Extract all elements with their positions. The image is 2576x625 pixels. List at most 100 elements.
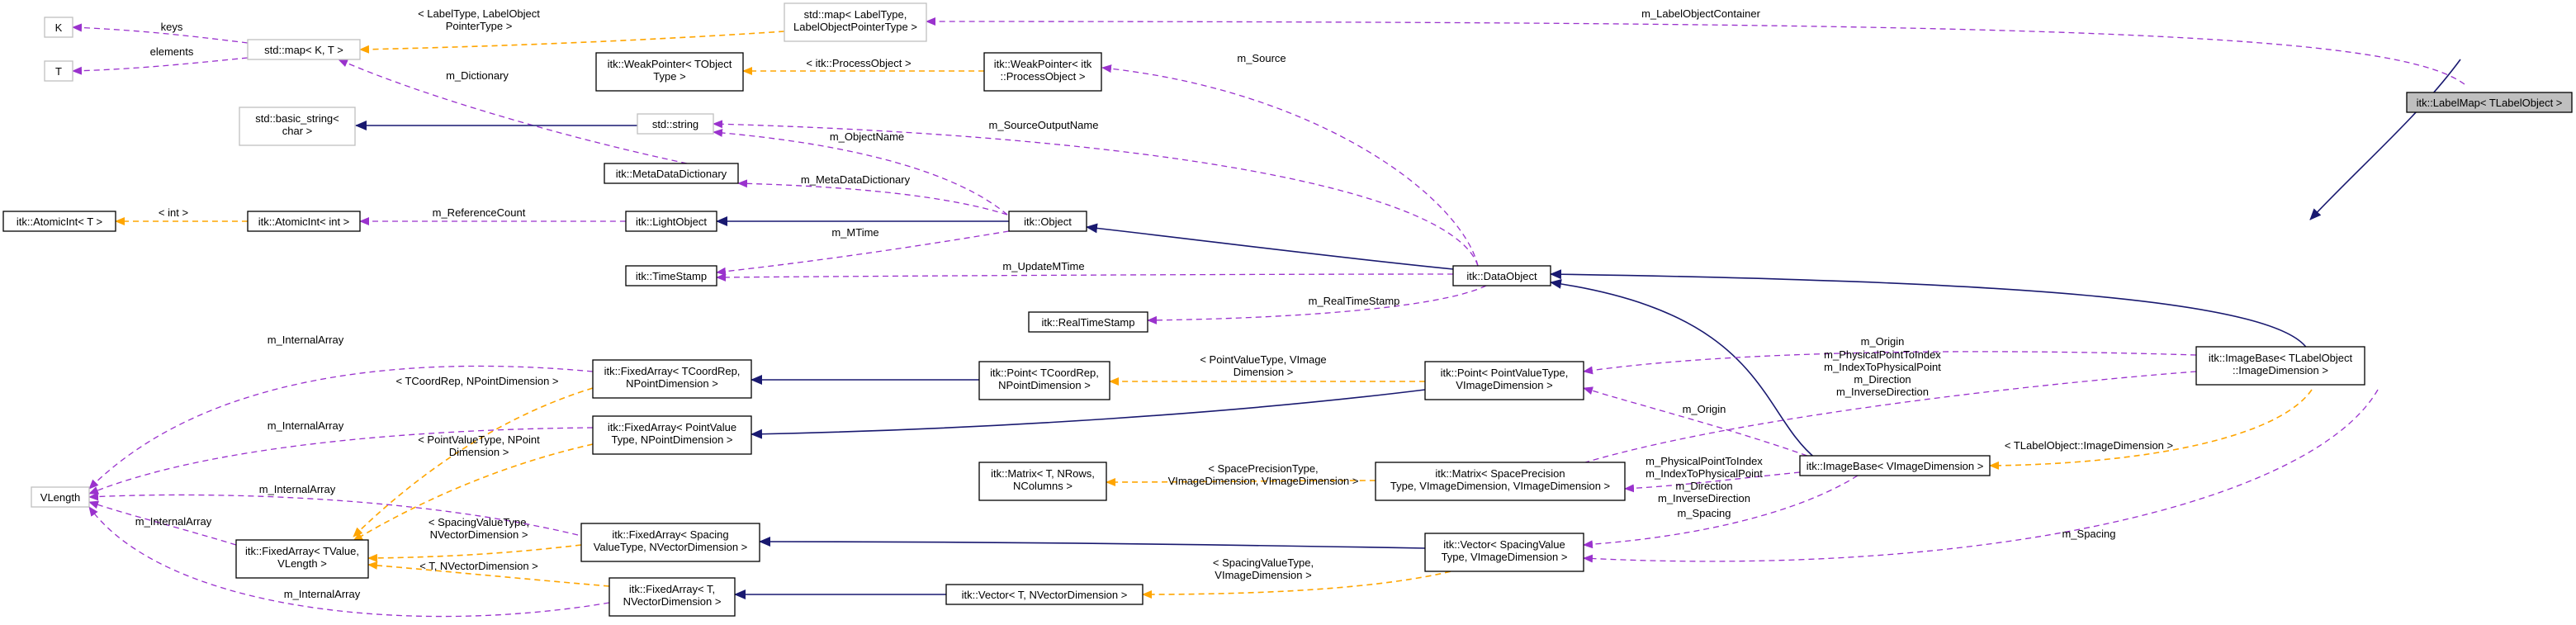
- label-m-source: m_Source: [1237, 52, 1286, 64]
- svg-text:itk::Matrix< SpacePrecisionTyp: itk::Matrix< SpacePrecisionType, VImageD…: [1390, 467, 1610, 492]
- svg-text:itk::FixedArray< SpacingValueT: itk::FixedArray< SpacingValueType, NVect…: [594, 528, 748, 553]
- node-lightobject[interactable]: itk::LightObject: [625, 211, 717, 232]
- label-m-internalarray-5: m_InternalArray: [284, 588, 361, 600]
- svg-text:itk::AtomicInt< int >: itk::AtomicInt< int >: [258, 215, 350, 228]
- svg-text:itk::DataObject: itk::DataObject: [1466, 270, 1537, 282]
- label-m-internalarray-1: m_InternalArray: [268, 334, 344, 346]
- edge-keys: [72, 23, 249, 44]
- label-tmpl-int: < int >: [159, 206, 188, 219]
- label-tmpl-labelobject-imagedim: < TLabelObject::ImageDimension >: [2005, 439, 2173, 452]
- svg-text:itk::Point< PointValueType,VIm: itk::Point< PointValueType,VImageDimensi…: [1441, 367, 1569, 391]
- node-matrix-t[interactable]: itk::Matrix< T, NRows,NColumns >: [978, 462, 1107, 501]
- edge-fa-tcoord-template: [353, 387, 594, 537]
- edge-m-metadatadictionary: [737, 179, 1008, 215]
- label-m-labelobjectcontainer: m_LabelObjectContainer: [1641, 7, 1760, 20]
- svg-text:T: T: [55, 65, 62, 78]
- node-std-string[interactable]: std::string: [637, 113, 714, 135]
- label-m-origin-top: m_Origin: [1861, 335, 1905, 348]
- node-atomic-t[interactable]: itk::AtomicInt< T >: [2, 211, 116, 232]
- label-tmpl-spacing-nvector: < SpacingValueType,NVectorDimension >: [429, 516, 529, 541]
- edge-pointpv-fa-pv: [751, 389, 1426, 439]
- node-std-map-kt[interactable]: std::map< K, T >: [247, 39, 361, 60]
- edge-fa-spacing-template: [367, 544, 582, 562]
- node-object[interactable]: itk::Object: [1008, 211, 1087, 232]
- node-vector-t[interactable]: itk::Vector< T, NVectorDimension >: [945, 584, 1144, 605]
- edge-labels: m_LabelObjectContainer < LabelType, Labe…: [135, 7, 2173, 600]
- svg-text:K: K: [55, 21, 63, 34]
- node-dataobject[interactable]: itk::DataObject: [1452, 265, 1551, 286]
- label-m-sourceoutputname: m_SourceOutputName: [989, 119, 1099, 131]
- edge-fa-pv-template: [353, 443, 594, 542]
- svg-text:itk::FixedArray< TValue,VLengt: itk::FixedArray< TValue,VLength >: [245, 545, 359, 570]
- edge-m-internalarray-5: [88, 506, 610, 618]
- node-fa-t-nvec[interactable]: itk::FixedArray< T,NVectorDimension >: [608, 577, 736, 617]
- edges: [72, 17, 2465, 618]
- node-labelmap[interactable]: itk::LabelMap< TLabelObject >: [2406, 92, 2573, 113]
- node-point-tcoord[interactable]: itk::Point< TCoordRep,NPointDimension >: [978, 361, 1110, 400]
- node-metadict[interactable]: itk::MetaDataDictionary: [604, 163, 739, 184]
- edge-imagebase-dataobject: [1550, 269, 2311, 356]
- svg-text:std::string: std::string: [652, 118, 698, 130]
- edge-dataobject-object: [1086, 223, 1454, 270]
- node-realtimestamp[interactable]: itk::RealTimeStamp: [1028, 311, 1148, 333]
- svg-text:itk::Vector< T, NVectorDimensi: itk::Vector< T, NVectorDimension >: [962, 589, 1128, 601]
- label-tmpl-spaceprecision: < SpacePrecisionType,VImageDimension, VI…: [1168, 462, 1359, 487]
- label-m-metadatadictionary: m_MetaDataDictionary: [801, 173, 911, 186]
- node-vlength[interactable]: VLength: [31, 486, 90, 508]
- label-m-origin-mid: m_Origin: [1683, 403, 1726, 415]
- edge-vector-template: [1142, 566, 1470, 599]
- edge-m-sourceoutputname: [713, 120, 1479, 267]
- svg-text:itk::ImageBase< TLabelObject::: itk::ImageBase< TLabelObject::ImageDimen…: [2209, 352, 2353, 376]
- node-basic-string[interactable]: std::basic_string<char >: [239, 107, 356, 146]
- node-imagebase-label[interactable]: itk::ImageBase< TLabelObject::ImageDimen…: [2195, 346, 2365, 386]
- edge-m-internalarray-3: [88, 492, 579, 536]
- svg-text:itk::FixedArray< PointValueTyp: itk::FixedArray< PointValueType, NPointD…: [608, 421, 736, 446]
- label-m-internalarray-4: m_InternalArray: [135, 515, 212, 528]
- svg-text:itk::RealTimeStamp: itk::RealTimeStamp: [1042, 316, 1135, 329]
- node-k[interactable]: K: [44, 17, 73, 38]
- label-m-dictionary: m_Dictionary: [446, 69, 509, 82]
- svg-text:itk::MetaDataDictionary: itk::MetaDataDictionary: [616, 168, 727, 180]
- svg-text:itk::AtomicInt< T >: itk::AtomicInt< T >: [17, 215, 102, 228]
- svg-text:itk::Object: itk::Object: [1024, 215, 1072, 228]
- label-elements: elements: [150, 45, 194, 58]
- node-fa-tvalue[interactable]: itk::FixedArray< TValue,VLength >: [235, 539, 369, 579]
- svg-text:itk::ImageBase< VImageDimensio: itk::ImageBase< VImageDimension >: [1807, 460, 1984, 472]
- svg-text:std::map< K, T >: std::map< K, T >: [264, 44, 343, 56]
- edge-m-dictionary: [338, 59, 688, 164]
- node-fa-tcoord[interactable]: itk::FixedArray< TCoordRep,NPointDimensi…: [592, 359, 752, 399]
- label-m-internalarray-2: m_InternalArray: [268, 419, 344, 432]
- svg-text:itk::FixedArray< TCoordRep,NPo: itk::FixedArray< TCoordRep,NPointDimensi…: [604, 365, 741, 390]
- node-timestamp[interactable]: itk::TimeStamp: [625, 265, 717, 286]
- label-m-objectname: m_ObjectName: [830, 130, 904, 143]
- label-m-spacing-mid: m_Spacing: [1677, 507, 1731, 519]
- node-point-pv[interactable]: itk::Point< PointValueType,VImageDimensi…: [1424, 361, 1584, 400]
- edge-m-labelobjectcontainer: [926, 17, 2465, 85]
- node-atomic-int[interactable]: itk::AtomicInt< int >: [247, 211, 361, 232]
- node-t[interactable]: T: [44, 60, 73, 82]
- edge-m-mtime: [716, 230, 1010, 276]
- node-std-map-label[interactable]: std::map< LabelType,LabelObjectPointerTy…: [784, 2, 927, 42]
- svg-text:itk::FixedArray< T,NVectorDime: itk::FixedArray< T,NVectorDimension >: [623, 583, 722, 608]
- label-m-internalarray-3: m_InternalArray: [259, 483, 336, 495]
- edge-imagebasev-matrix: [1624, 471, 1801, 493]
- svg-text:itk::LightObject: itk::LightObject: [636, 215, 707, 228]
- edge-m-source: [1101, 64, 1479, 267]
- svg-text:itk::Matrix< T, NRows,NColumns: itk::Matrix< T, NRows,NColumns >: [991, 467, 1095, 492]
- label-m-spacing-right: m_Spacing: [2062, 528, 2115, 540]
- node-imagebase-v[interactable]: itk::ImageBase< VImageDimension >: [1799, 455, 1991, 476]
- label-m-updatemtime: m_UpdateMTime: [1002, 260, 1084, 272]
- label-tmpl-spacingvalue-vimage: < SpacingValueType,VImageDimension >: [1213, 556, 1314, 581]
- label-keys: keys: [161, 21, 183, 33]
- node-weakptr-proc[interactable]: itk::WeakPointer< itk::ProcessObject >: [983, 52, 1102, 92]
- edge-map-template: [359, 31, 785, 54]
